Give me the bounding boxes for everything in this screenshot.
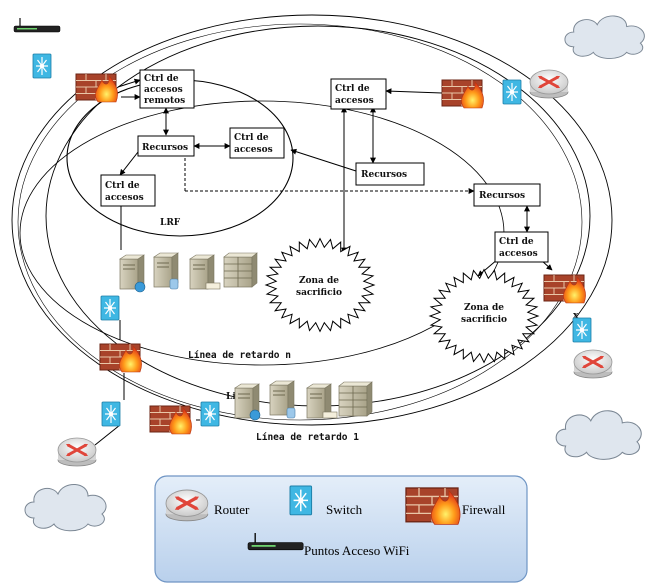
server-group-inner (119, 252, 258, 293)
box-recursos-a: Recursos (137, 135, 195, 157)
svg-text:Recursos: Recursos (142, 143, 188, 153)
svg-text:accesos: accesos (335, 96, 374, 106)
svg-text:accesos: accesos (499, 249, 538, 259)
small-x-label: x (573, 311, 579, 321)
firewall-icon (149, 405, 193, 435)
svg-text:Recursos: Recursos (479, 191, 525, 201)
linea-retardo-1-label: Línea de retardo 1 (256, 432, 359, 443)
box-ctrl-a: Ctrl de accesos (229, 127, 285, 159)
li-fragment-label: Li (226, 392, 236, 402)
firewall-icon (441, 79, 485, 109)
wifi-ap-icon (13, 17, 61, 33)
firewall-icon (99, 343, 143, 373)
switch-icon (572, 317, 592, 343)
legend-firewall-label: Firewall (462, 502, 506, 517)
cloud-icon (24, 483, 107, 532)
switch-icon (502, 79, 522, 105)
cloud-icon (555, 410, 642, 460)
router-icon (164, 488, 210, 523)
firewall-icon (405, 487, 461, 526)
switch-icon (32, 53, 52, 79)
svg-text:Ctrl de: Ctrl de (335, 84, 370, 94)
server-group-outer (234, 380, 373, 421)
svg-text:sacrificio: sacrificio (296, 288, 342, 298)
svg-text:Recursos: Recursos (361, 170, 407, 180)
box-ctrl-remotos: Ctrl de accesos remotos (139, 69, 195, 109)
linea-retardo-n-label: Línea de retardo n (188, 350, 291, 361)
legend-panel: Router Switch Firewall Puntos Acceso WiF… (154, 475, 528, 583)
box-ctrl-top: Ctrl de accesos (330, 78, 387, 110)
firewall-icon (75, 73, 119, 103)
box-recursos-b: Recursos (355, 162, 425, 186)
box-ctrl-right: Ctrl de accesos (494, 231, 549, 263)
legend-router-label: Router (214, 502, 250, 517)
svg-text:accesos: accesos (105, 193, 144, 203)
switch-icon (101, 401, 121, 427)
svg-text:sacrificio: sacrificio (461, 315, 507, 325)
legend-wifi-label: Puntos Acceso WiFi (304, 543, 410, 558)
svg-text:Zona de: Zona de (464, 303, 504, 313)
svg-text:Ctrl de: Ctrl de (234, 133, 269, 143)
svg-text:accesos: accesos (234, 145, 273, 155)
switch-icon (200, 401, 220, 427)
svg-text:Ctrl de: Ctrl de (144, 74, 179, 84)
lrf-label: LRF (160, 218, 181, 228)
svg-text:Ctrl de: Ctrl de (105, 181, 140, 191)
router-icon (56, 436, 98, 468)
cloud-icon (564, 15, 645, 60)
svg-text:remotos: remotos (144, 96, 185, 106)
switch-icon (100, 295, 120, 321)
box-ctrl-left: Ctrl de accesos (100, 174, 156, 207)
firewall-icon (543, 274, 587, 304)
legend-switch-label: Switch (326, 502, 363, 517)
router-icon (572, 348, 614, 380)
svg-text:Ctrl de: Ctrl de (499, 237, 534, 247)
svg-text:accesos: accesos (144, 85, 183, 95)
zona-sacrificio-right: Zona de sacrificio (428, 268, 540, 364)
svg-text:Zona de: Zona de (299, 276, 339, 286)
zona-sacrificio-center: Zona de sacrificio (264, 237, 376, 333)
box-recursos-c: Recursos (473, 183, 541, 207)
connector-lines (94, 78, 553, 446)
switch-icon (289, 485, 313, 516)
router-icon (528, 68, 570, 100)
